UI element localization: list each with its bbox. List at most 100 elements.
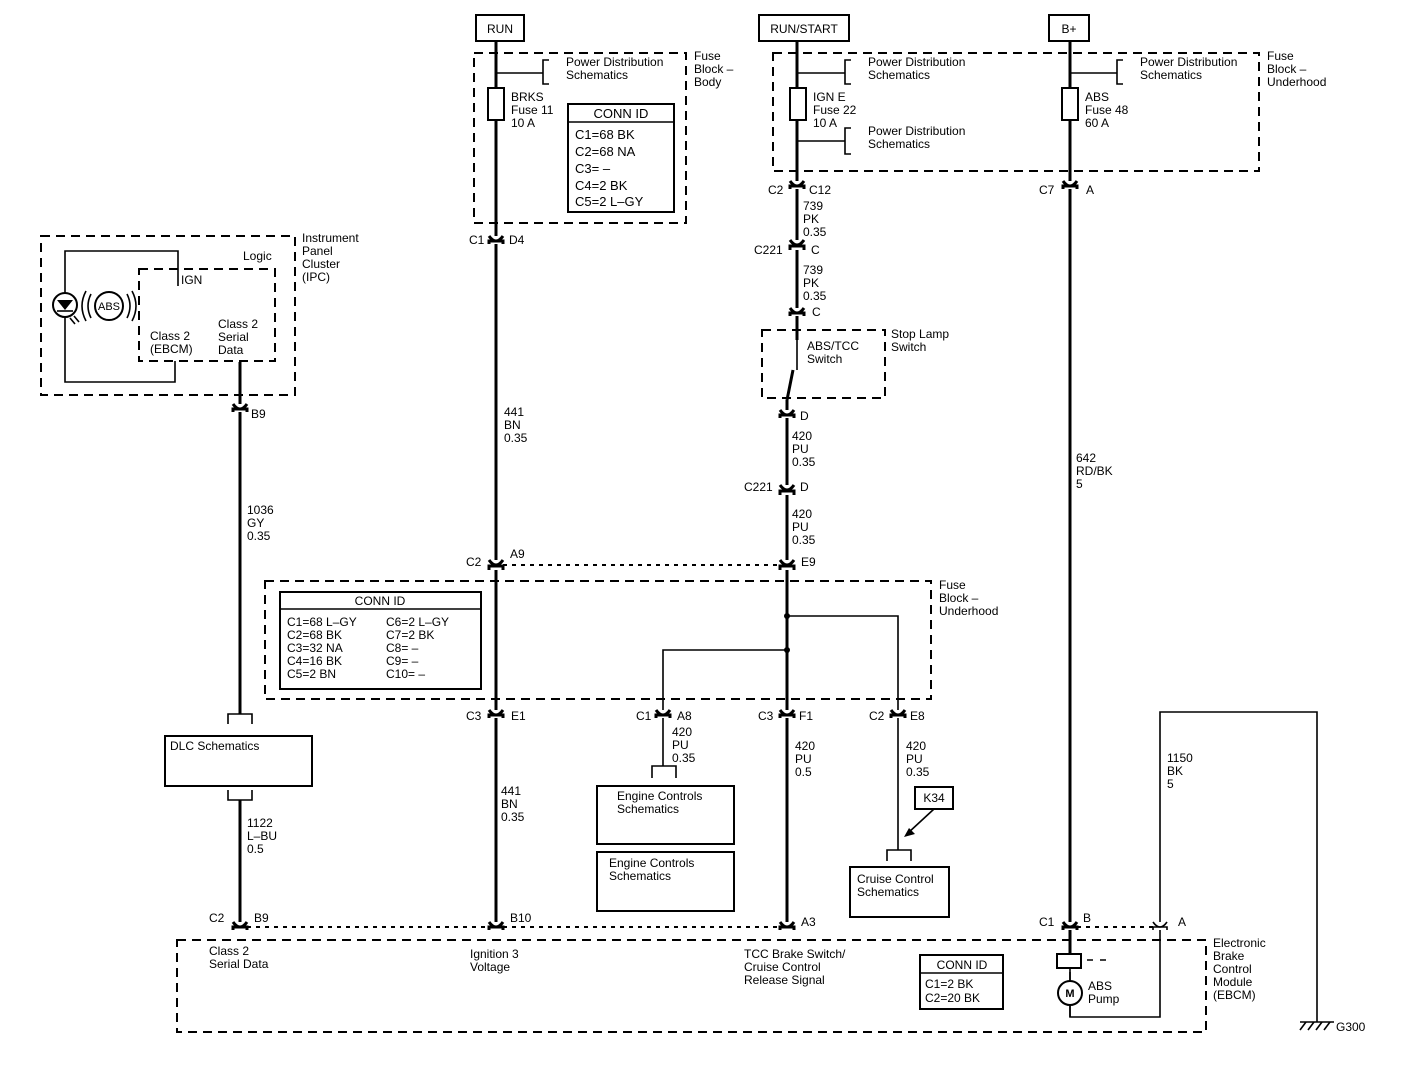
svg-text:A9: A9 xyxy=(510,547,525,561)
svg-text:0.35: 0.35 xyxy=(803,225,827,239)
svg-text:C9= –: C9= – xyxy=(386,654,419,668)
svg-text:IGN E: IGN E xyxy=(813,90,846,104)
svg-text:Ignition 3: Ignition 3 xyxy=(470,947,519,961)
svg-text:441: 441 xyxy=(504,405,524,419)
abs-relay xyxy=(1056,953,1082,969)
svg-text:Schematics: Schematics xyxy=(868,68,930,82)
svg-text:BN: BN xyxy=(504,418,521,432)
svg-text:420: 420 xyxy=(906,739,926,753)
svg-text:Fuse 48: Fuse 48 xyxy=(1085,103,1129,117)
svg-text:C2: C2 xyxy=(466,555,482,569)
power-source-run-start: RUN/START xyxy=(758,14,850,42)
svg-text:C2: C2 xyxy=(768,183,784,197)
ground-label: G300 xyxy=(1336,1020,1366,1034)
svg-text:ABS/TCC: ABS/TCC xyxy=(807,339,859,353)
svg-text:Underhood: Underhood xyxy=(1267,75,1326,89)
svg-text:C7=2 BK: C7=2 BK xyxy=(386,628,434,642)
svg-text:K34: K34 xyxy=(923,791,945,805)
fuse-brks-number: Fuse 11 xyxy=(511,103,554,117)
connector-labels: C1 D4 B9 C2 C12 C7 A C221 C C D C221 D C… xyxy=(209,183,1186,929)
conn-id-table-underhood: CONN ID C1=68 L–GY C2=68 BK C3=32 NA C4=… xyxy=(279,591,482,690)
svg-text:C1: C1 xyxy=(469,233,485,247)
svg-text:C3=32 NA: C3=32 NA xyxy=(287,641,343,655)
fuse-block-body: Fuse Block – Body Power Distribution Sch… xyxy=(473,49,734,224)
wire-labels: 739 PK 0.35 739 PK 0.35 441 BN 0.35 441 … xyxy=(247,199,1193,856)
svg-text:Control: Control xyxy=(1213,962,1252,976)
svg-text:Module: Module xyxy=(1213,975,1253,989)
svg-text:Cluster: Cluster xyxy=(302,257,340,271)
svg-text:Engine Controls: Engine Controls xyxy=(617,789,702,803)
svg-text:(EBCM): (EBCM) xyxy=(1213,988,1256,1002)
fuse-ign-e xyxy=(789,87,807,121)
svg-text:Serial: Serial xyxy=(218,330,249,344)
svg-text:BK: BK xyxy=(1167,764,1183,778)
svg-text:C1=2 BK: C1=2 BK xyxy=(925,977,973,991)
svg-text:Fuse 22: Fuse 22 xyxy=(813,103,857,117)
svg-text:C2: C2 xyxy=(869,709,885,723)
svg-text:C12: C12 xyxy=(809,183,831,197)
conn-id-table-body: CONN ID C1=68 BK C2=68 NA C3= – C4=2 BK … xyxy=(567,103,675,213)
svg-text:IGN: IGN xyxy=(181,273,202,287)
bplus-label: B+ xyxy=(1061,22,1076,36)
svg-text:1150: 1150 xyxy=(1167,751,1193,765)
svg-text:C5=2 BN: C5=2 BN xyxy=(287,667,336,681)
svg-text:C3= –: C3= – xyxy=(575,161,611,176)
fuse-brks-name: BRKS xyxy=(511,90,544,104)
svg-text:0.5: 0.5 xyxy=(795,765,812,779)
pd-ref-body-2: Schematics xyxy=(566,68,628,82)
svg-text:441: 441 xyxy=(501,784,521,798)
arrow-icon xyxy=(904,828,915,837)
svg-text:C4=16 BK: C4=16 BK xyxy=(287,654,342,668)
svg-text:A: A xyxy=(1178,915,1186,929)
splice-dot xyxy=(784,613,790,619)
svg-text:C5=2 L–GY: C5=2 L–GY xyxy=(575,194,644,209)
svg-text:C1: C1 xyxy=(1039,915,1055,929)
svg-text:Cruise Control: Cruise Control xyxy=(744,960,821,974)
svg-text:739: 739 xyxy=(803,263,823,277)
svg-text:Data: Data xyxy=(218,343,244,357)
svg-text:420: 420 xyxy=(672,725,692,739)
svg-text:Power Distribution: Power Distribution xyxy=(1140,55,1237,69)
svg-text:Instrument: Instrument xyxy=(302,231,359,245)
stop-lamp-switch: Stop Lamp Switch ABS/TCC Switch xyxy=(761,327,949,399)
svg-text:Stop Lamp: Stop Lamp xyxy=(891,327,949,341)
svg-text:Block –: Block – xyxy=(939,591,979,605)
abs-lamp-icon: ABS xyxy=(81,290,137,322)
svg-text:ABS: ABS xyxy=(1085,90,1109,104)
svg-text:C1=68 L–GY: C1=68 L–GY xyxy=(287,615,357,629)
svg-text:Voltage: Voltage xyxy=(470,960,510,974)
svg-text:C2=68 BK: C2=68 BK xyxy=(287,628,342,642)
svg-text:C1=68 BK: C1=68 BK xyxy=(575,127,635,142)
svg-text:C221: C221 xyxy=(744,480,773,494)
svg-text:CONN ID: CONN ID xyxy=(355,594,406,608)
svg-text:0.35: 0.35 xyxy=(672,751,696,765)
svg-text:DLC Schematics: DLC Schematics xyxy=(170,739,259,753)
svg-text:0.5: 0.5 xyxy=(247,842,264,856)
svg-text:PU: PU xyxy=(792,520,809,534)
svg-text:C2=68 NA: C2=68 NA xyxy=(575,144,636,159)
svg-text:C7: C7 xyxy=(1039,183,1055,197)
svg-text:Underhood: Underhood xyxy=(939,604,998,618)
svg-text:420: 420 xyxy=(792,429,812,443)
svg-text:Schematics: Schematics xyxy=(609,869,671,883)
pd-ref-body-1: Power Distribution xyxy=(566,55,663,69)
fuse-block-body-label-1: Fuse xyxy=(694,49,721,63)
svg-text:A: A xyxy=(1086,183,1094,197)
svg-text:Class 2: Class 2 xyxy=(150,329,190,343)
svg-text:0.35: 0.35 xyxy=(247,529,271,543)
svg-text:C4=2 BK: C4=2 BK xyxy=(575,178,628,193)
svg-text:BN: BN xyxy=(501,797,518,811)
fuse-block-body-label-2: Block – xyxy=(694,62,734,76)
power-source-bplus: B+ xyxy=(1048,14,1090,42)
svg-text:C221: C221 xyxy=(754,243,783,257)
svg-text:C8= –: C8= – xyxy=(386,641,419,655)
engine-controls-box-1: Engine Controls Schematics xyxy=(596,765,735,845)
svg-text:Switch: Switch xyxy=(891,340,926,354)
svg-text:RD/BK: RD/BK xyxy=(1076,464,1113,478)
svg-text:E1: E1 xyxy=(511,709,526,723)
fuse-brks-rating: 10 A xyxy=(511,116,535,130)
svg-text:C10= –: C10= – xyxy=(386,667,425,681)
fuse-brks xyxy=(487,87,505,121)
svg-text:A8: A8 xyxy=(677,709,692,723)
svg-text:D: D xyxy=(800,480,809,494)
